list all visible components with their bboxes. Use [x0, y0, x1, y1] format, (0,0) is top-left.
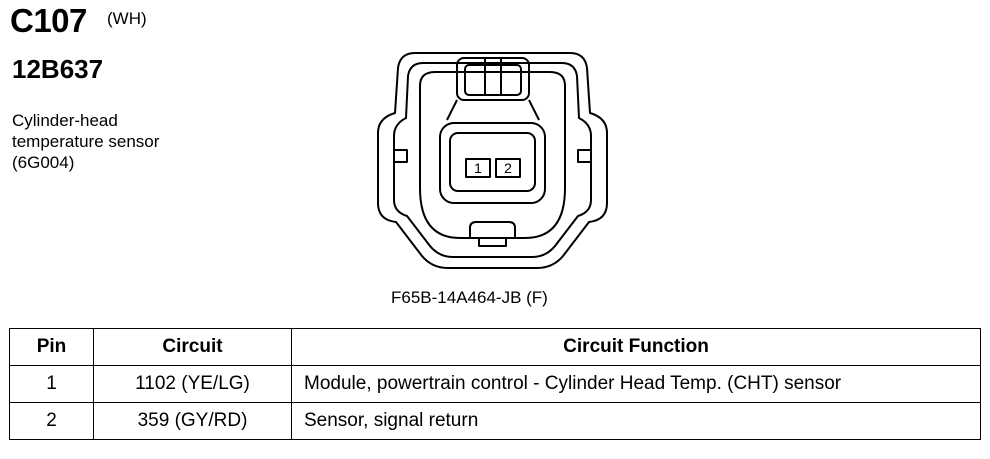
pin-cell: 2 — [9, 402, 94, 440]
header-circuit: Circuit — [93, 328, 292, 366]
pin-cell: 1 — [9, 365, 94, 403]
function-cell: Module, powertrain control - Cylinder He… — [291, 365, 981, 403]
locking-latch-inner — [464, 64, 522, 96]
pinout-table: Pin Circuit Circuit Function 1 1102 (YE/… — [9, 328, 981, 440]
component-part-number: 12B637 — [12, 54, 104, 84]
locking-latch — [456, 57, 530, 101]
latch-tab — [484, 59, 502, 94]
connector-inner-outline — [393, 62, 592, 258]
connector-housing-outline — [377, 52, 608, 269]
bottom-key — [469, 221, 516, 238]
function-cell: Sensor, signal return — [291, 402, 981, 440]
pin-1-label: 1 — [474, 160, 482, 176]
pin-2-terminal — [495, 158, 521, 178]
pin-cavity-shroud — [439, 122, 546, 204]
left-side-rib — [394, 149, 408, 163]
connector-id: C107 — [10, 2, 87, 39]
header-circuit-function: Circuit Function — [291, 328, 981, 366]
description-line: Cylinder-head — [12, 111, 118, 130]
description-line: temperature sensor — [12, 132, 160, 151]
connector-part-number: F65B-14A464-JB (F) — [391, 288, 548, 307]
circuit-cell: 359 (GY/RD) — [93, 402, 292, 440]
bottom-key-notch — [478, 238, 507, 247]
description-line: (6G004) — [12, 153, 75, 172]
latch-ramp — [446, 99, 540, 121]
table-row: 1 1102 (YE/LG) Module, powertrain contro… — [9, 365, 981, 403]
pin-cavity — [449, 132, 536, 192]
circuit-cell: 1102 (YE/LG) — [93, 365, 292, 403]
connector-body-outline — [419, 71, 566, 239]
component-description: Cylinder-head temperature sensor (6G004) — [12, 110, 159, 173]
pin-2-label: 2 — [504, 160, 512, 176]
table-header-row: Pin Circuit Circuit Function — [9, 328, 981, 366]
header-pin: Pin — [9, 328, 94, 366]
right-side-rib — [577, 149, 591, 163]
connector-color-code: (WH) — [107, 9, 147, 28]
table-row: 2 359 (GY/RD) Sensor, signal return — [9, 402, 981, 440]
pin-1-terminal — [465, 158, 491, 178]
connector-face-diagram: 1 2 — [377, 52, 608, 269]
